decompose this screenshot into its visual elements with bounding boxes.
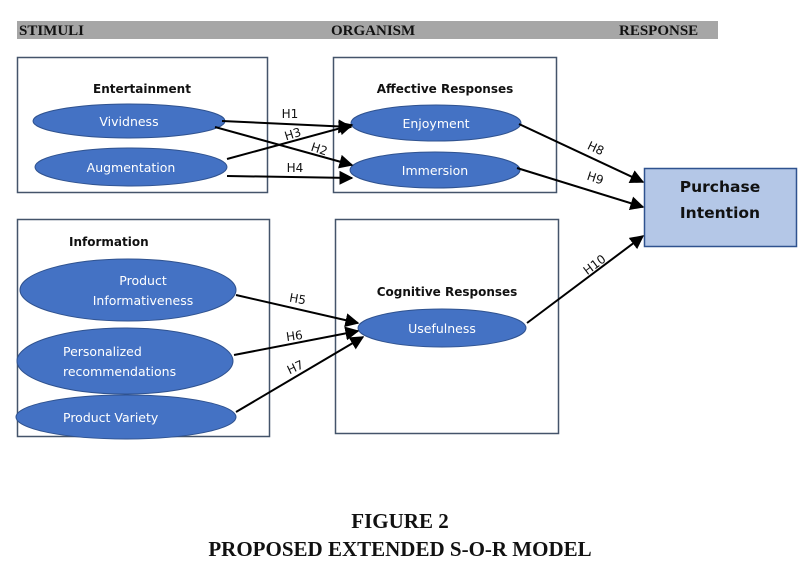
immersion-node: Immersion	[349, 151, 521, 189]
augmentation-node: Augmentation	[34, 147, 228, 187]
entertainment-group-box	[16, 56, 269, 194]
stage-label-response: RESPONSE	[619, 23, 698, 39]
product-informativeness-label-line-2: Informativeness	[93, 293, 194, 308]
personalized-recommendations-ellipse	[16, 327, 234, 395]
stage-header-bar	[17, 21, 718, 39]
personalized-recommendations-label-line-2: recommendations	[63, 364, 176, 379]
hypothesis-h6: H6	[233, 326, 360, 356]
hypothesis-h7: H7	[235, 336, 365, 413]
product-variety-node: Product Variety	[15, 394, 237, 440]
hypothesis-h4: H4	[226, 161, 354, 185]
personalized-recommendations-node: Personalized recommendations	[16, 327, 234, 395]
hypothesis-h2: H2	[214, 126, 354, 169]
augmentation-label: Augmentation	[87, 160, 176, 175]
purchase-intention-line-1: Purchase	[680, 178, 760, 196]
entertainment-group-title: Entertainment	[93, 82, 191, 96]
hypothesis-arrow-h8	[518, 123, 645, 184]
hypothesis-h9: H9	[516, 167, 645, 210]
affective-group-title: Affective Responses	[377, 82, 514, 96]
hypothesis-label-h1: H1	[282, 107, 299, 121]
hypothesis-arrow-h2	[214, 126, 354, 169]
hypothesis-arrow-h7	[235, 336, 365, 413]
hypothesis-arrow-h1	[221, 119, 353, 134]
hypothesis-label-h3: H3	[283, 125, 303, 143]
affective-group-box	[332, 56, 558, 194]
hypothesis-h10: H10	[526, 235, 645, 324]
hypothesis-h1: H1	[221, 107, 353, 134]
hypothesis-label-h6: H6	[285, 328, 303, 344]
vividness-node: Vividness	[32, 103, 226, 139]
enjoyment-node: Enjoyment	[350, 104, 522, 142]
hypothesis-label-h4: H4	[287, 161, 304, 175]
hypothesis-label-h7: H7	[285, 358, 306, 378]
enjoyment-label: Enjoyment	[402, 116, 469, 131]
usefulness-node: Usefulness	[357, 308, 527, 348]
cognitive-group-title: Cognitive Responses	[377, 285, 518, 299]
hypothesis-label-h8: H8	[585, 139, 606, 159]
hypothesis-label-h2: H2	[309, 140, 329, 158]
product-variety-label: Product Variety	[63, 410, 159, 425]
hypothesis-label-h10: H10	[581, 252, 609, 278]
figure-title: PROPOSED EXTENDED S-O-R MODEL	[208, 537, 591, 561]
purchase-intention-line-2: Intention	[680, 204, 760, 222]
hypothesis-arrow-h4	[226, 170, 354, 185]
hypothesis-arrow-h9	[516, 167, 645, 210]
product-variety-ellipse	[15, 394, 237, 440]
hypothesis-arrow-h3	[226, 121, 354, 160]
immersion-ellipse	[349, 151, 521, 189]
product-informativeness-ellipse	[19, 258, 237, 322]
cognitive-group-box	[334, 218, 560, 435]
hypothesis-label-h5: H5	[288, 291, 307, 308]
vividness-label: Vividness	[99, 114, 158, 129]
hypothesis-arrow-h10	[526, 235, 645, 324]
hypothesis-h8: H8	[518, 123, 645, 184]
personalized-recommendations-label-line-1: Personalized	[63, 344, 142, 359]
hypothesis-label-h9: H9	[585, 169, 605, 187]
purchase-intention-box	[643, 167, 798, 248]
usefulness-label: Usefulness	[408, 321, 476, 336]
product-informativeness-label-line-1: Product	[119, 273, 167, 288]
hypothesis-arrow-h6	[233, 326, 360, 356]
stage-label-stimuli: STIMULI	[19, 23, 84, 39]
hypothesis-arrow-h5	[235, 294, 360, 328]
hypothesis-h3: H3	[226, 121, 354, 160]
augmentation-ellipse	[34, 147, 228, 187]
figure-number: FIGURE 2	[351, 509, 448, 533]
information-group-title: Information	[69, 235, 149, 249]
immersion-label: Immersion	[402, 163, 468, 178]
stage-label-organism: ORGANISM	[331, 23, 415, 39]
hypothesis-h5: H5	[235, 291, 360, 328]
